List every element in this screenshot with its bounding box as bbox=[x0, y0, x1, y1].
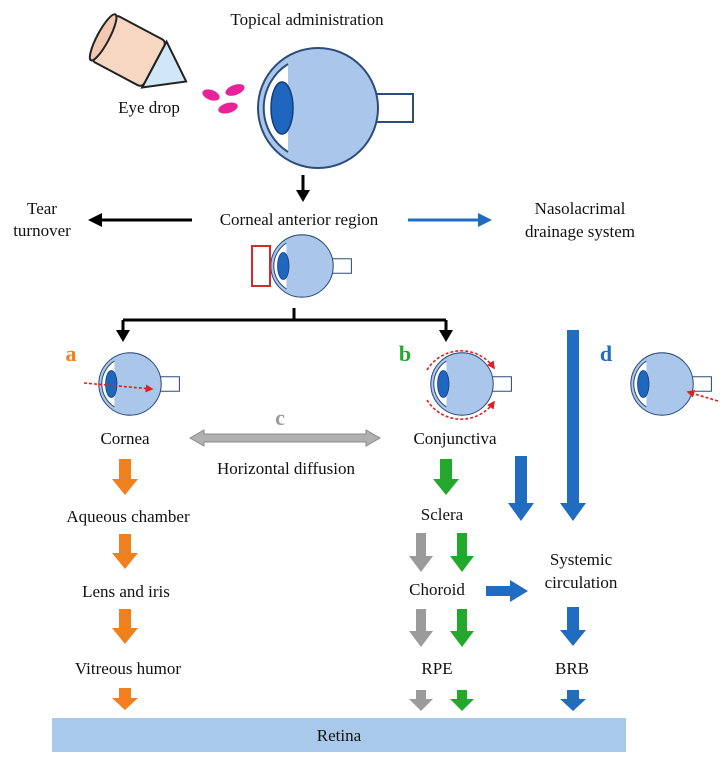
orange-arrows bbox=[112, 459, 138, 710]
lens-and-iris-label: Lens and iris bbox=[82, 582, 170, 601]
choroid-label: Choroid bbox=[409, 580, 465, 599]
eye-illustration-main bbox=[257, 47, 414, 169]
eye-illustration-route-b bbox=[430, 352, 512, 416]
aqueous-chamber-label: Aqueous chamber bbox=[66, 507, 190, 526]
nasolacrimal-label-line2: drainage system bbox=[525, 222, 635, 241]
corneal-anterior-region-label: Corneal anterior region bbox=[220, 210, 379, 229]
arrow-to-nasolacrimal bbox=[408, 213, 492, 227]
green-arrows bbox=[433, 459, 474, 711]
retina-bar bbox=[52, 718, 626, 752]
corneal-region-highlight bbox=[251, 245, 271, 287]
drop-icon bbox=[202, 84, 245, 114]
systemic-label-line2: circulation bbox=[545, 573, 618, 592]
brb-label: BRB bbox=[555, 659, 589, 678]
arrow-to-tear-turnover bbox=[88, 213, 192, 227]
retina-label: Retina bbox=[317, 726, 362, 745]
eye-drop-bottle-icon bbox=[88, 13, 188, 89]
penetration-path-optic bbox=[686, 390, 719, 402]
topical-administration-title: Topical administration bbox=[230, 10, 384, 29]
route-b-label: b bbox=[399, 341, 411, 366]
route-a-label: a bbox=[66, 341, 77, 366]
blue-arrows bbox=[486, 330, 586, 711]
horizontal-diffusion-arrow bbox=[188, 429, 382, 447]
route-d-label: d bbox=[600, 341, 612, 366]
eye-illustration-route-d bbox=[630, 352, 712, 416]
sclera-label: Sclera bbox=[421, 505, 464, 524]
arrow-eye-to-corneal bbox=[296, 175, 310, 202]
eye-drop-label: Eye drop bbox=[118, 98, 180, 117]
split-connector bbox=[116, 308, 453, 342]
nasolacrimal-label-line1: Nasolacrimal bbox=[535, 199, 626, 218]
route-c-label: c bbox=[275, 405, 285, 430]
cornea-label: Cornea bbox=[100, 429, 150, 448]
horizontal-diffusion-label: Horizontal diffusion bbox=[217, 459, 356, 478]
tear-label-line2: turnover bbox=[13, 221, 71, 240]
systemic-label-line1: Systemic bbox=[550, 550, 613, 569]
tear-label-line1: Tear bbox=[27, 199, 57, 218]
eye-illustration-route-a bbox=[98, 352, 180, 416]
penetration-path-cornea bbox=[83, 382, 154, 393]
gray-arrows bbox=[409, 533, 433, 711]
vitreous-humor-label: Vitreous humor bbox=[75, 659, 181, 678]
conjunctiva-label: Conjunctiva bbox=[413, 429, 497, 448]
rpe-label: RPE bbox=[421, 659, 452, 678]
eye-illustration-corneal-region bbox=[270, 234, 352, 298]
